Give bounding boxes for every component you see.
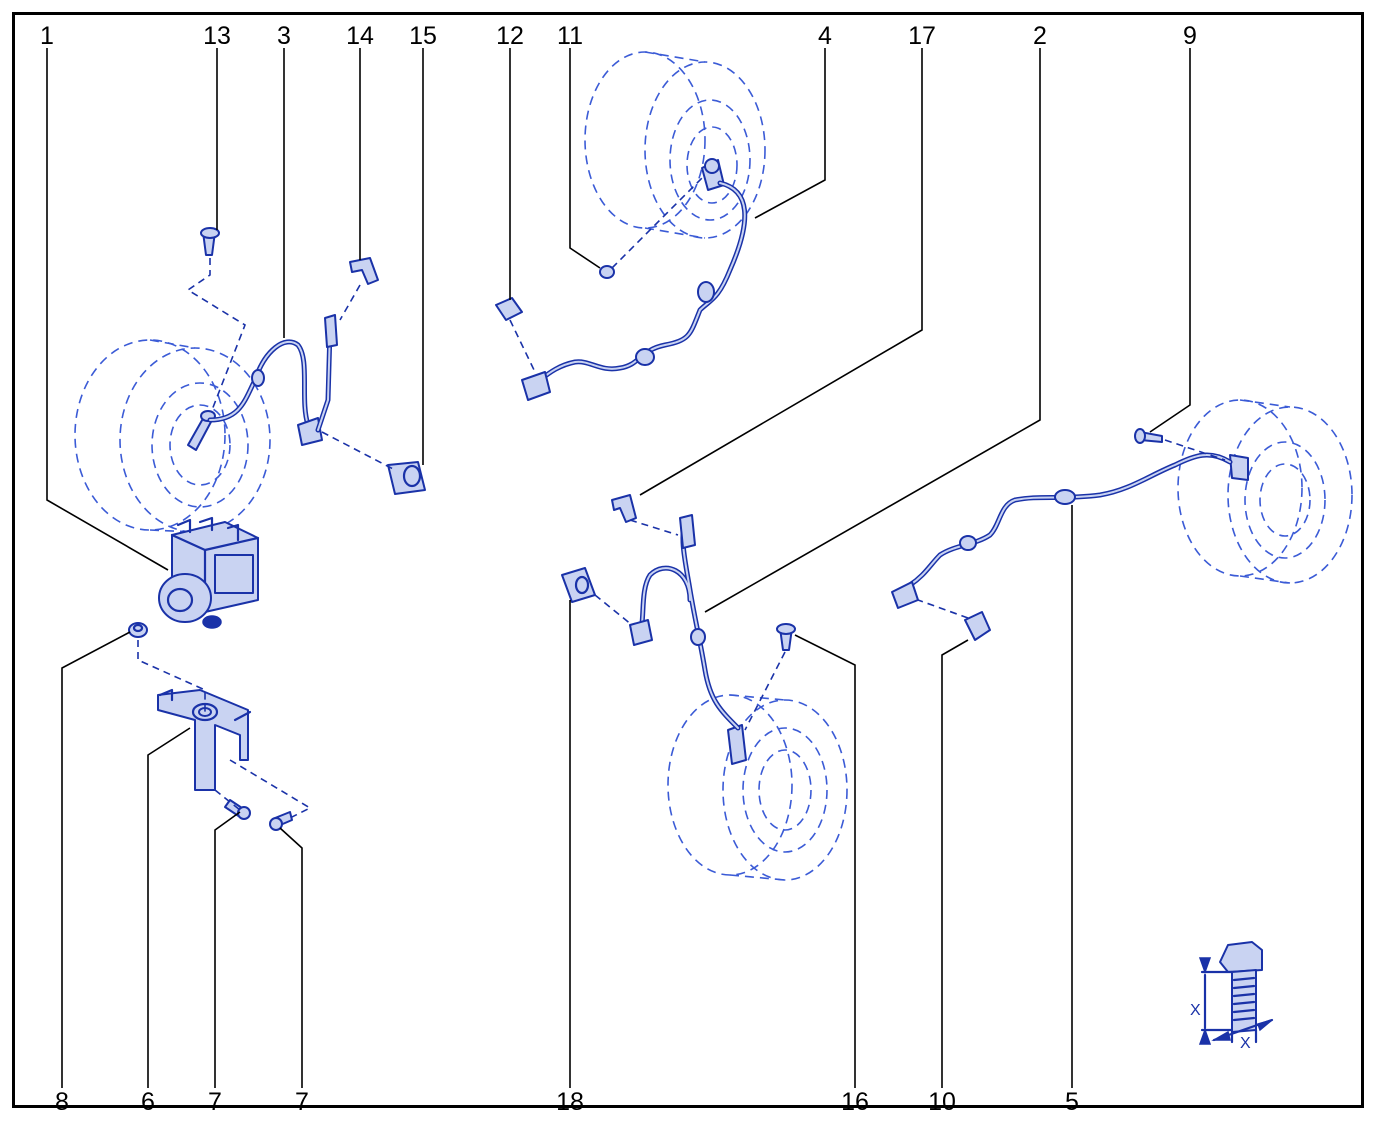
front-left-clip-lower [387, 461, 426, 495]
callout-1: 1 [40, 22, 54, 50]
front-left-clip-upper [349, 257, 379, 285]
rear-left-bolt [776, 623, 796, 651]
callout-16: 16 [841, 1088, 869, 1116]
callout-7a: 7 [208, 1088, 222, 1116]
callout-10: 10 [928, 1088, 956, 1116]
front-left-bolt [200, 227, 220, 256]
rear-left-clip-lower [561, 567, 596, 603]
callout-labels-bottom: 8 6 7 7 18 16 10 5 [55, 1088, 1079, 1116]
torque-x-vertical: X [1190, 1002, 1201, 1019]
rear-right-clip [964, 611, 991, 641]
leader-lines [46, 48, 1191, 1088]
callout-9: 9 [1183, 22, 1197, 50]
front-left-wheel-speed-sensor [187, 410, 216, 451]
callout-2: 2 [1033, 22, 1047, 50]
callout-13: 13 [203, 22, 231, 50]
wheel-front-left [74, 339, 271, 533]
rear-left-wheel-speed-sensor [727, 724, 747, 765]
callout-labels-top: 1 13 3 14 15 12 11 4 17 2 9 [40, 22, 1197, 50]
callout-15: 15 [409, 22, 437, 50]
callout-11: 11 [557, 22, 583, 50]
rear-right-wheel-speed-sensor [1229, 454, 1249, 481]
callout-18: 18 [556, 1088, 584, 1116]
callout-17: 17 [908, 22, 936, 50]
abs-hydraulic-unit [158, 516, 260, 629]
callout-7b: 7 [295, 1088, 309, 1116]
mounting-nut [128, 622, 148, 638]
rear-right-bolt [1134, 428, 1163, 444]
callout-5: 5 [1065, 1088, 1079, 1116]
callout-6: 6 [141, 1088, 155, 1116]
wheel-rear-left [667, 694, 848, 881]
callout-8: 8 [55, 1088, 69, 1116]
bracket-bolt-b [269, 811, 293, 831]
torque-x-horizontal: X [1240, 1035, 1251, 1052]
callout-12: 12 [496, 22, 524, 50]
front-right-clip [495, 297, 523, 321]
front-right-nut [599, 265, 615, 279]
callout-4: 4 [818, 22, 832, 50]
mounting-bracket [157, 688, 252, 791]
bolt-length-symbol: X X [1190, 941, 1274, 1052]
callout-14: 14 [346, 22, 374, 50]
wheel-front-right [584, 51, 766, 239]
wheel-rear-right [1177, 399, 1353, 584]
rear-left-clip-upper [611, 494, 637, 523]
callout-3: 3 [277, 22, 291, 50]
bracket-bolt-a [224, 799, 251, 820]
